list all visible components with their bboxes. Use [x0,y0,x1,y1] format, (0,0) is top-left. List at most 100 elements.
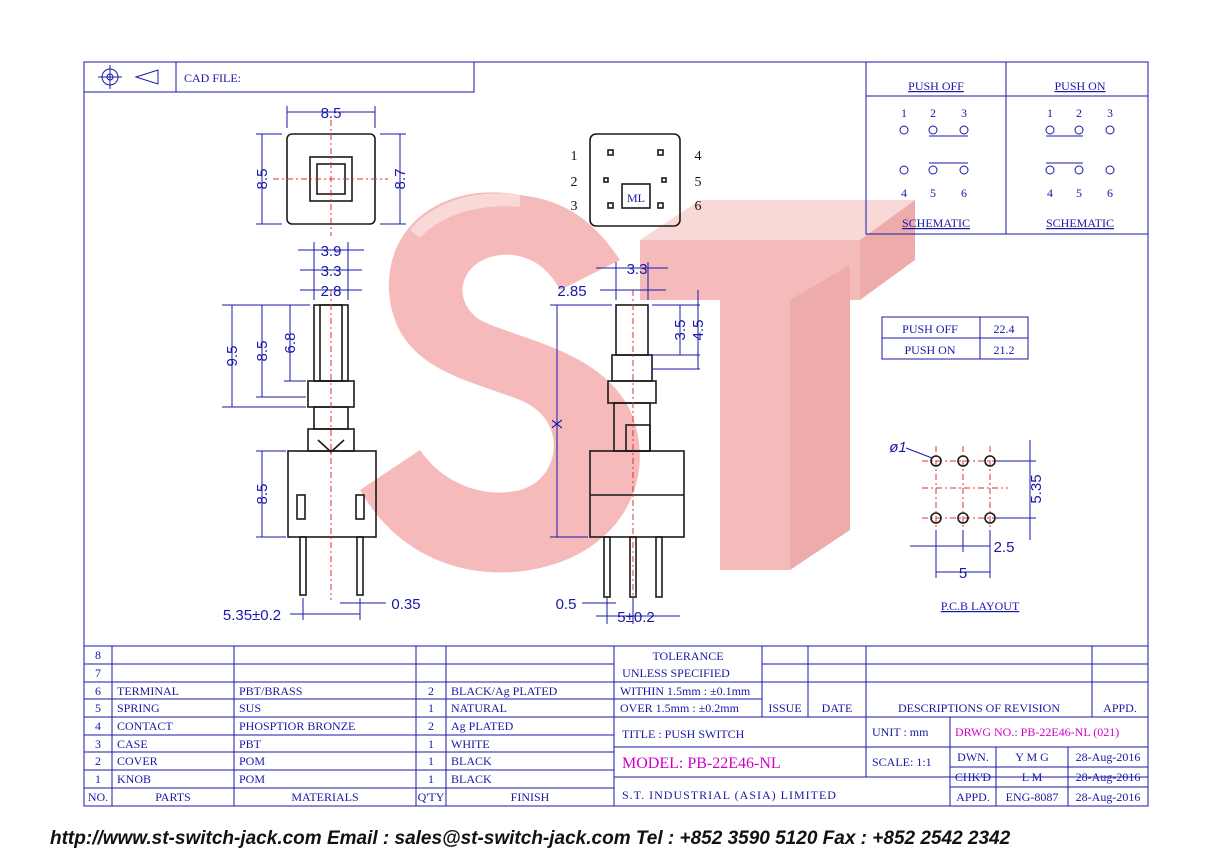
svg-text:0.5: 0.5 [556,596,577,613]
svg-text:FINISH: FINISH [511,790,550,804]
svg-text:2.85: 2.85 [557,283,586,300]
svg-text:Ag PLATED: Ag PLATED [451,719,514,733]
push-on-caption: SCHEMATIC [1046,216,1114,230]
svg-text:2: 2 [930,106,936,120]
svg-text:5.35: 5.35 [1028,474,1045,503]
svg-text:0.35: 0.35 [391,596,420,613]
svg-text:2.8: 2.8 [321,283,342,300]
contact-footer: http://www.st-switch-jack.com Email : sa… [50,828,1011,849]
bottom-view: ML 1 2 3 4 5 6 [571,133,702,227]
drawing-number: DRWG NO.: PB-22E46-NL (021) [955,725,1119,739]
svg-text:21.2: 21.2 [994,343,1015,357]
svg-text:NO.: NO. [88,790,108,804]
svg-text:28-Aug-2016: 28-Aug-2016 [1076,750,1141,764]
svg-text:DWN.: DWN. [957,750,989,764]
svg-text:1: 1 [571,149,578,164]
svg-text:PARTS: PARTS [155,790,191,804]
svg-text:CONTACT: CONTACT [117,719,173,733]
svg-text:PBT/BRASS: PBT/BRASS [239,684,302,698]
svg-text:22.4: 22.4 [994,322,1015,336]
svg-text:4: 4 [1047,186,1053,200]
svg-text:6: 6 [1107,186,1113,200]
svg-text:8.5: 8.5 [254,484,271,505]
svg-text:9.5: 9.5 [224,346,241,367]
svg-text:5: 5 [1076,186,1082,200]
svg-text:DATE: DATE [822,701,853,715]
svg-text:PBT: PBT [239,737,262,751]
svg-text:8.5: 8.5 [254,341,271,362]
title-block: 8 7 6 TERMINAL PBT/BRASS 2 BLACK/Ag PLAT… [84,645,1148,806]
company-name: S.T. INDUSTRIAL (ASIA) LIMITED [622,788,837,802]
svg-text:1: 1 [428,701,434,715]
cad-file-label: CAD FILE: [184,71,241,85]
svg-text:2: 2 [95,754,101,768]
side-view: 3.3 2.85 3.5 4.5 X 0.5 5±0.2 [549,261,707,626]
svg-text:5±0.2: 5±0.2 [617,609,654,626]
svg-text:ENG-8087: ENG-8087 [1006,790,1059,804]
svg-text:8: 8 [95,648,101,662]
svg-text:X: X [549,419,566,429]
svg-text:WITHIN 1.5mm : ±0.1mm: WITHIN 1.5mm : ±0.1mm [620,684,751,698]
pcb-layout: ø1 5.35 2.5 5 P.C.B LAYOUT [889,439,1045,613]
svg-text:BLACK: BLACK [451,772,492,786]
top-height-left-dim: 8.5 [254,169,271,190]
svg-text:TOLERANCE: TOLERANCE [652,649,723,663]
svg-text:PUSH OFF: PUSH OFF [902,322,958,336]
svg-text:2: 2 [428,684,434,698]
svg-text:7: 7 [95,666,101,680]
svg-text:28-Aug-2016: 28-Aug-2016 [1076,790,1141,804]
svg-text:2.5: 2.5 [994,539,1015,556]
svg-text:WHITE: WHITE [451,737,490,751]
top-width-dim: 8.5 [321,105,342,122]
push-off-title: PUSH OFF [908,79,964,93]
svg-text:SUS: SUS [239,701,261,715]
svg-text:ø1: ø1 [889,439,907,456]
svg-text:PHOSPTIOR BRONZE: PHOSPTIOR BRONZE [239,719,355,733]
svg-text:28-Aug-2016: 28-Aug-2016 [1076,770,1141,784]
svg-text:UNIT : mm: UNIT : mm [872,725,929,739]
top-view: 8.5 8.5 8.7 [254,105,409,236]
front-view: 3.9 3.3 2.8 9.5 8.5 6.8 8.5 5.35±0.2 0.3… [222,242,421,624]
push-off-schematic: 1 2 3 4 5 6 [899,106,969,200]
st-watermark [360,192,915,573]
svg-text:3.3: 3.3 [627,261,648,278]
svg-text:5.35±0.2: 5.35±0.2 [223,607,281,624]
svg-text:POM: POM [239,772,265,786]
svg-text:CASE: CASE [117,737,148,751]
svg-text:Y M G: Y M G [1015,750,1049,764]
svg-text:4.5: 4.5 [690,320,707,341]
svg-text:6.8: 6.8 [282,333,299,354]
svg-text:3.9: 3.9 [321,243,342,260]
push-on-schematic: 1 2 3 4 5 6 [1045,106,1115,200]
model-name: MODEL: PB-22E46-NL [622,755,781,772]
svg-text:SPRING: SPRING [117,701,160,715]
push-on-title: PUSH ON [1054,79,1105,93]
svg-text:3: 3 [1107,106,1113,120]
svg-text:1: 1 [1047,106,1053,120]
svg-text:APPD.: APPD. [956,790,990,804]
svg-text:DESCRIPTIONS OF REVISION: DESCRIPTIONS OF REVISION [898,701,1060,715]
svg-text:4: 4 [95,719,101,733]
svg-text:1: 1 [95,772,101,786]
svg-text:6: 6 [961,186,967,200]
svg-text:2: 2 [1076,106,1082,120]
pcb-caption: P.C.B LAYOUT [941,599,1020,613]
svg-text:ISSUE: ISSUE [768,701,801,715]
svg-text:COVER: COVER [117,754,158,768]
svg-text:1: 1 [428,754,434,768]
svg-text:SCALE: 1:1: SCALE: 1:1 [872,755,932,769]
svg-text:5: 5 [695,175,702,190]
svg-text:4: 4 [901,186,907,200]
svg-text:PUSH ON: PUSH ON [904,343,955,357]
svg-text:3.5: 3.5 [672,320,689,341]
svg-text:2: 2 [571,175,578,190]
svg-text:L M: L M [1022,770,1043,784]
svg-text:1: 1 [428,772,434,786]
svg-text:5: 5 [95,701,101,715]
svg-text:CHK'D: CHK'D [955,770,991,784]
svg-text:3: 3 [95,737,101,751]
svg-text:UNLESS SPECIFIED: UNLESS SPECIFIED [622,666,730,680]
svg-text:BLACK: BLACK [451,754,492,768]
svg-text:3: 3 [961,106,967,120]
